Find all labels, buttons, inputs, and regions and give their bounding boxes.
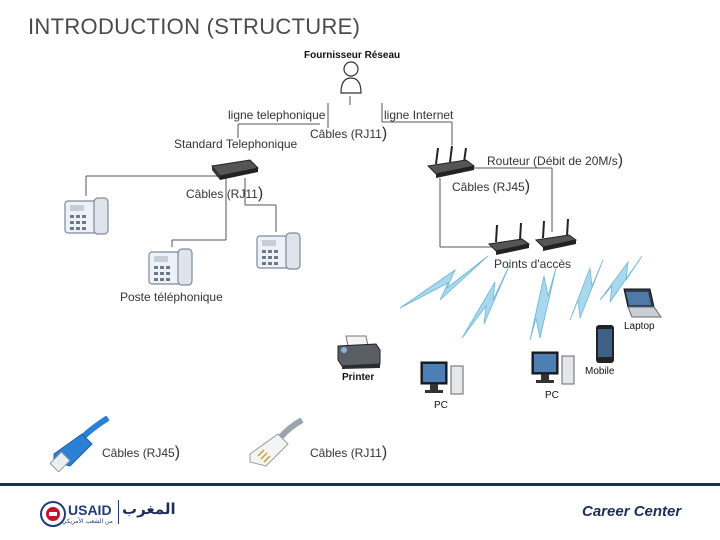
pc-label: PC	[545, 390, 559, 401]
logo-divider	[118, 500, 119, 524]
internet-line-label: ligne Internet	[384, 108, 454, 122]
access-points-label: Points d'accès	[494, 257, 571, 271]
phone-line-label: ligne telephonique	[228, 108, 326, 122]
printer-label: Printer	[342, 372, 375, 383]
pc-icon	[530, 350, 576, 386]
laptop-icon	[620, 287, 662, 321]
usaid-seal-icon	[40, 501, 66, 527]
user-icon	[339, 60, 363, 94]
legend-rj45-label: Câbles (RJ45)	[102, 444, 181, 461]
arabic-subtitle: من الشعب الأمريكي	[62, 518, 113, 525]
phone-icon	[64, 197, 110, 235]
arabic-logo-text: المغرب	[122, 500, 176, 518]
mobile-label: Mobile	[585, 366, 615, 377]
switchboard-icon	[210, 158, 260, 182]
career-center-logo: Career Center	[582, 503, 682, 520]
cables-rj11-left-label: Câbles (RJ11)	[186, 185, 264, 202]
provider-label: Fournisseur Réseau	[304, 50, 401, 61]
rj45-cable-icon	[48, 415, 110, 473]
access-point-icon	[534, 218, 578, 252]
footer-rule	[0, 483, 720, 486]
phone-icon	[148, 248, 194, 286]
rj11-cable-icon	[244, 417, 304, 472]
page-title: INTRODUCTION (STRUCTURE)	[28, 14, 361, 39]
router-label: Routeur (Débit de 20M/s)	[487, 152, 624, 169]
phone-post-label: Poste téléphonique	[120, 290, 223, 304]
cables-rj45-router-label: Câbles (RJ45)	[452, 178, 531, 195]
usaid-text: USAID	[68, 502, 112, 518]
switchboard-label: Standard Telephonique	[174, 137, 298, 151]
phone-icon	[256, 232, 302, 270]
cables-rj11-top-label: Câbles (RJ11)	[310, 125, 388, 142]
usaid-logo: USAID المغرب من الشعب الأمريكي	[40, 500, 176, 530]
laptop-label: Laptop	[624, 321, 655, 332]
pc-icon	[419, 360, 465, 396]
printer-icon	[336, 334, 382, 370]
legend-rj11-label: Câbles (RJ11)	[310, 444, 388, 461]
mobile-icon	[594, 324, 616, 364]
access-point-icon	[487, 222, 531, 256]
router-icon	[426, 144, 476, 180]
pc-label: PC	[434, 400, 448, 411]
